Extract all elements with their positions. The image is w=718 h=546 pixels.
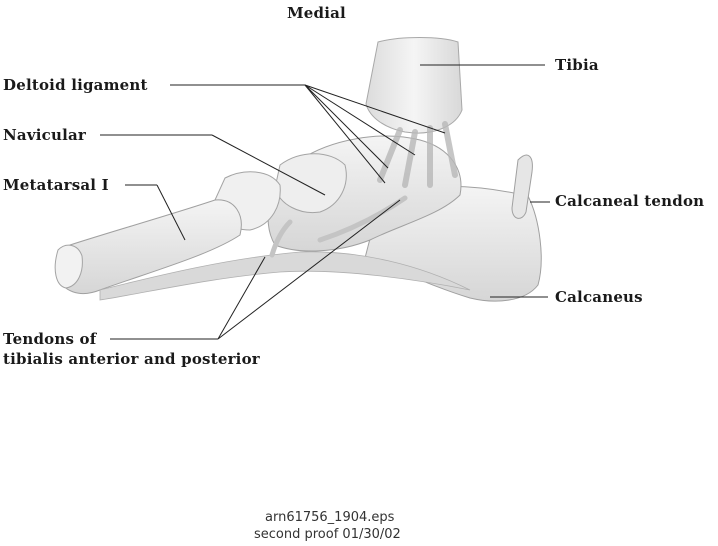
label-tendons-line1: Tendons of [3,330,96,348]
label-metatarsal-i: Metatarsal I [3,176,109,194]
title-medial: Medial [287,4,346,22]
label-calcaneus: Calcaneus [555,288,643,306]
label-deltoid-ligament: Deltoid ligament [3,76,148,94]
label-calcaneal-tendon: Calcaneal tendon [555,192,704,210]
label-tendons-line2: tibialis anterior and posterior [3,350,260,368]
label-tibia: Tibia [555,56,599,74]
label-navicular: Navicular [3,126,86,144]
tibia-bone [366,38,462,134]
caption-filename: arn61756_1904.eps [265,510,394,525]
caption-proof: second proof 01/30/02 [254,527,401,542]
